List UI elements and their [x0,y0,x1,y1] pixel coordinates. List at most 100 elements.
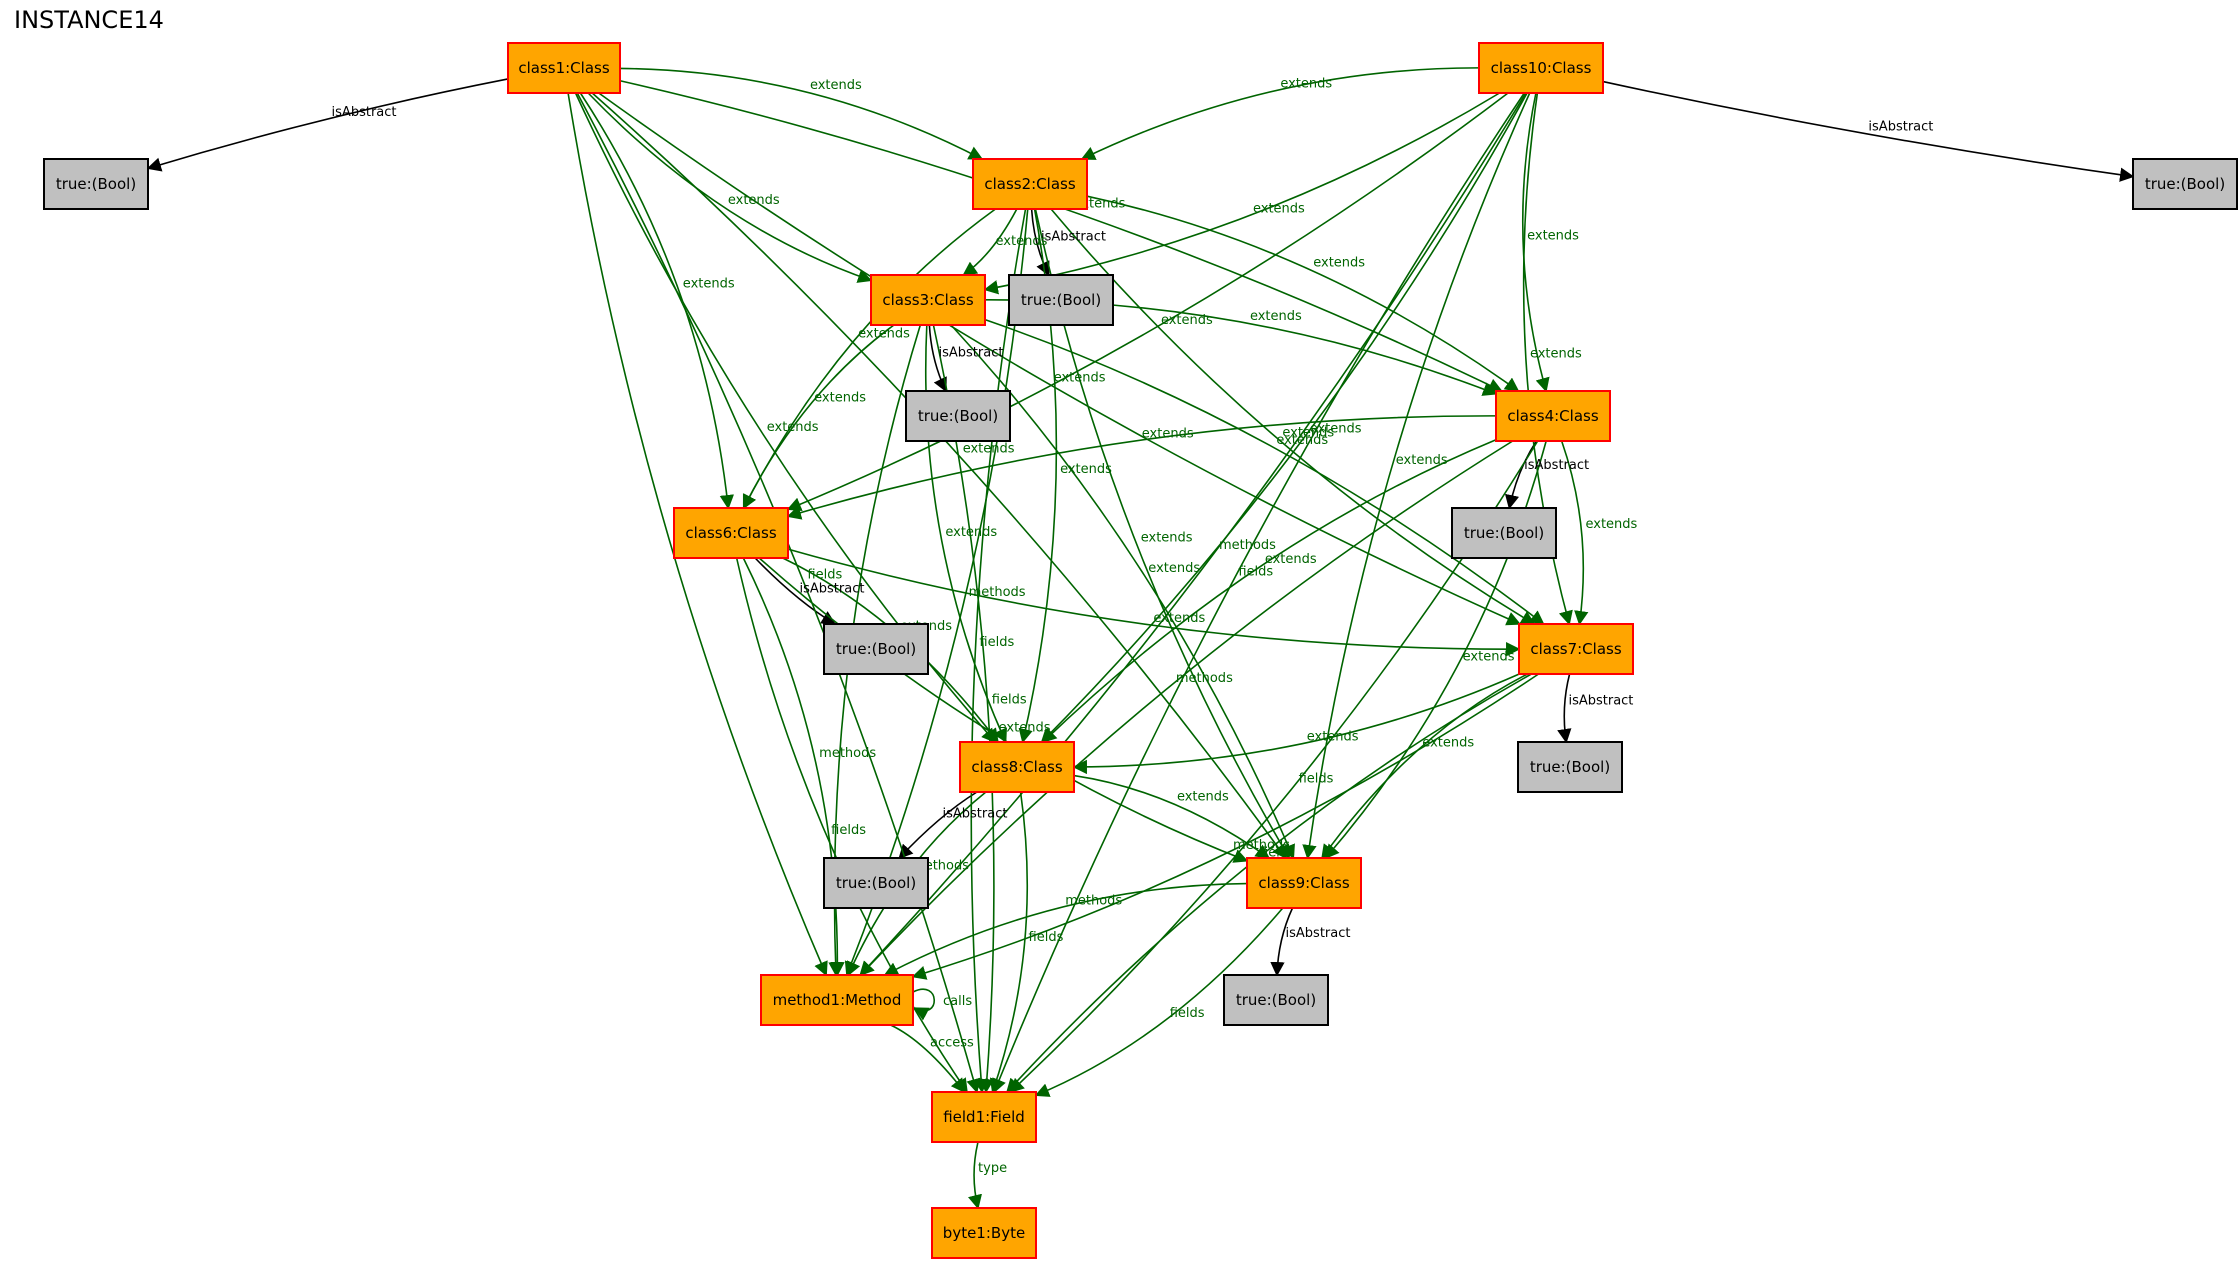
node-box [1517,741,1623,793]
edge-class6-method1-methods [742,557,845,977]
edge-label-extends: extends [1422,736,1474,751]
node-b9[interactable]: true:(Bool) [1223,974,1329,1026]
node-class3[interactable]: class3:Class [870,274,986,326]
edge-class4-method1-methods [859,440,1514,977]
edge-class9-b9-isAbstract [1270,907,1294,977]
edge-class10-b10-isAbstract [1602,80,2135,182]
edge-field1-byte1-type [967,1141,982,1210]
node-box [823,857,929,909]
node-label: true:(Bool) [56,175,136,193]
node-class1[interactable]: class1:Class [507,42,621,94]
node-b7[interactable]: true:(Bool) [1517,741,1623,793]
edge-label-isAbstract: isAbstract [1041,230,1106,245]
edge-label-isAbstract: isAbstract [1868,119,1933,134]
node-b8[interactable]: true:(Bool) [823,857,929,909]
node-class8[interactable]: class8:Class [959,741,1075,793]
node-b10[interactable]: true:(Bool) [2132,158,2238,210]
node-method1[interactable]: method1:Method [760,974,914,1026]
edge-class4-class6-extends [786,415,1497,520]
edge-class10-class9-extends [1302,92,1531,860]
edge-line [742,557,845,977]
edge-line [890,1024,966,1094]
edge-label-extends: extends [1530,346,1582,361]
node-field1[interactable]: field1:Field [931,1091,1037,1143]
edge-line [1080,67,1480,160]
node-label: class4:Class [1507,407,1598,425]
edge-label-extends: extends [1177,790,1229,805]
node-class9[interactable]: class9:Class [1246,857,1362,909]
edge-line [1030,208,1050,277]
node-label: byte1:Byte [943,1224,1025,1242]
edge-line [859,92,1527,977]
node-box [905,390,1011,442]
edge-label-fields: fields [1238,564,1273,579]
node-box [1495,390,1611,442]
node-b3[interactable]: true:(Bool) [905,390,1011,442]
edge-label-extends: extends [1141,530,1193,545]
edge-label-extends: extends [1310,421,1362,436]
edge-label-fields: fields [1260,845,1295,860]
node-b6[interactable]: true:(Bool) [823,623,929,675]
edge-method1-method1-calls [912,988,935,1021]
node-b2[interactable]: true:(Bool) [1008,274,1114,326]
edge-class8-class9-extends [1073,774,1271,859]
node-class10[interactable]: class10:Class [1478,42,1604,94]
node-b4[interactable]: true:(Bool) [1451,507,1557,559]
edge-class1-class2-extends [619,67,984,160]
edge-class7-method1-methods [911,673,1540,980]
node-byte1[interactable]: byte1:Byte [931,1207,1037,1259]
edge-label-extends: extends [1396,453,1448,468]
node-label: class9:Class [1258,874,1349,892]
edge-line [1086,195,1520,392]
node-class6[interactable]: class6:Class [673,507,789,559]
node-box [1478,42,1604,94]
edge-label-extends: extends [1253,202,1305,217]
edge-class1-class9-extends [591,92,1287,860]
edge-label-extends: extends [683,276,735,291]
edge-line [754,557,837,625]
edge-class4-b4-isAbstract [1504,440,1538,510]
node-class4[interactable]: class4:Class [1495,390,1611,442]
node-label: true:(Bool) [1530,758,1610,776]
edge-label-extends: extends [810,78,862,93]
edge-label-extends: extends [1527,229,1579,244]
edge-label-extends: extends [1307,730,1359,745]
edge-class10-class6-extends [786,92,1509,512]
edge-label-isAbstract: isAbstract [1524,458,1589,473]
node-label: true:(Bool) [1464,524,1544,542]
edge-label-access: access [930,1036,974,1051]
edge-label-fields: fields [1029,930,1064,945]
edge-class2-field1-fields [970,208,1027,1094]
edge-label-calls: calls [943,994,972,1009]
node-label: class7:Class [1530,640,1621,658]
edge-line [912,988,935,1021]
edge-line [992,92,1525,1094]
edge-class3-class6-extends [742,324,895,510]
edge-class7-class8-extends [1072,673,1520,775]
edge-label-extends: extends [945,525,997,540]
edge-label-fields: fields [992,692,1027,707]
edge-line [1042,439,1497,743]
edge-class1-method1-methods [567,92,828,977]
edge-label-isAbstract: isAbstract [332,105,397,120]
node-class7[interactable]: class7:Class [1518,623,1634,675]
edge-class4-class9-extends [1324,440,1547,860]
edge-label-isAbstract: isAbstract [943,806,1008,821]
node-label: true:(Bool) [1236,991,1316,1009]
edge-line [967,1141,982,1210]
node-label: true:(Bool) [2145,175,2225,193]
edge-label-extends: extends [1142,427,1194,442]
node-box [507,42,621,94]
edge-label-extends: extends [1054,371,1106,386]
edge-class6-class7-extends [787,548,1521,657]
edge-line [1602,80,2135,182]
edge-class8-b8-isAbstract [898,791,978,860]
node-box [2132,158,2238,210]
node-class2[interactable]: class2:Class [972,158,1088,210]
node-label: true:(Bool) [1021,291,1101,309]
edge-label-extends: extends [1282,425,1334,440]
edge-class1-class7-extends [598,92,1522,626]
node-b1[interactable]: true:(Bool) [43,158,149,210]
node-box [931,1207,1037,1259]
